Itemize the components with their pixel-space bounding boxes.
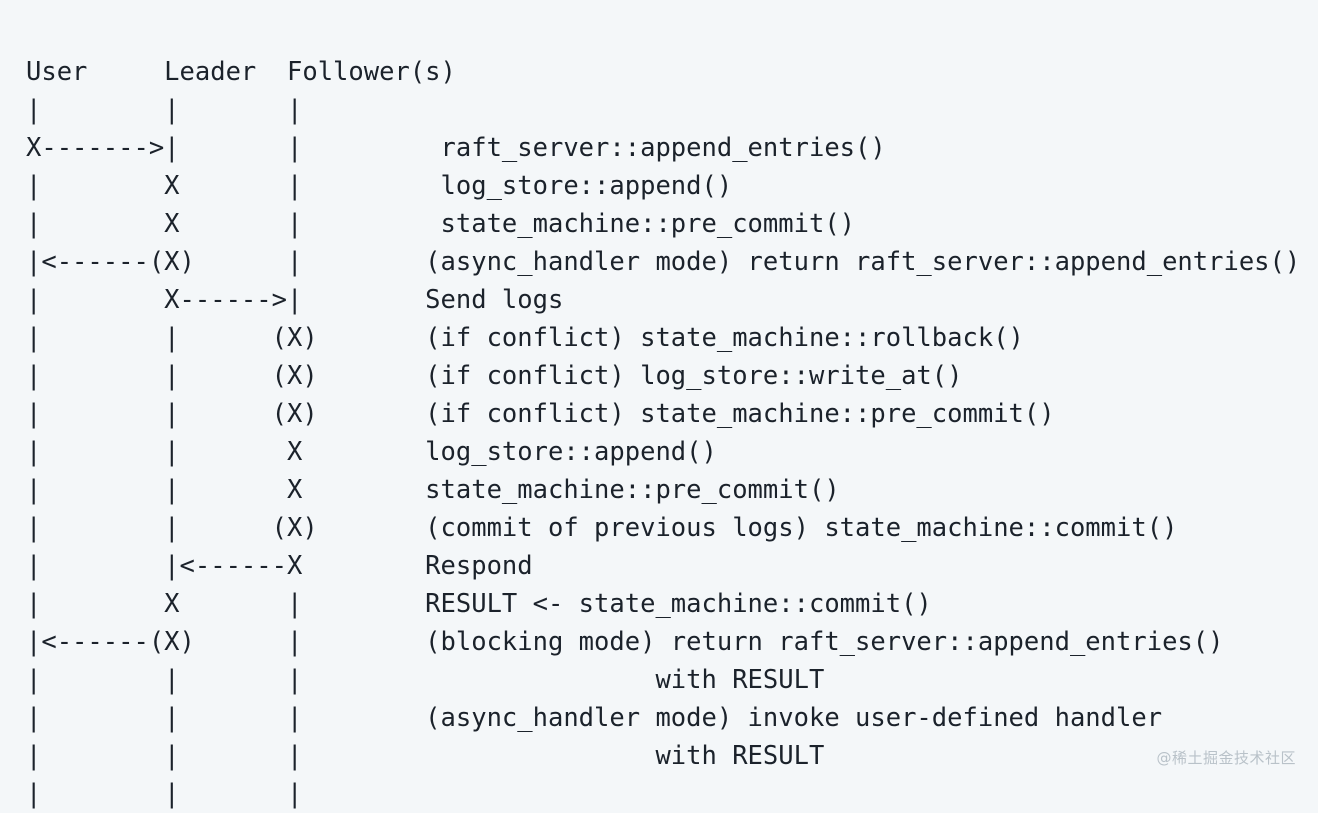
ascii-sequence-diagram: User Leader Follower(s) | | | X------->| |… xyxy=(26,53,1301,813)
diagram-line: | | | with RESULT xyxy=(26,740,825,771)
diagram-line: | | | (async_handler mode) invoke user-d… xyxy=(26,702,1163,733)
diagram-line: |<------(X) | (blocking mode) return raf… xyxy=(26,626,1224,657)
diagram-line: | | X state_machine::pre_commit() xyxy=(26,474,840,505)
diagram-line: | | | xyxy=(26,94,303,125)
diagram-line: | X | RESULT <- state_machine::commit() xyxy=(26,588,932,619)
diagram-line: | | X log_store::append() xyxy=(26,436,717,467)
diagram-line: | | | with RESULT xyxy=(26,664,825,695)
diagram-line: | X | log_store::append() xyxy=(26,170,733,201)
diagram-line: | X | state_machine::pre_commit() xyxy=(26,208,856,239)
diagram-line: |<------(X) | (async_handler mode) retur… xyxy=(26,246,1301,277)
diagram-line: | X------>| Send logs xyxy=(26,284,564,315)
watermark: @稀土掘金技术社区 xyxy=(1156,749,1296,767)
diagram-line: | | (X) (if conflict) state_machine::rol… xyxy=(26,322,1024,353)
diagram-line: X------->| | raft_server::append_entries… xyxy=(26,132,886,163)
diagram-line: | | (X) (commit of previous logs) state_… xyxy=(26,512,1178,543)
diagram-line: | |<------X Respond xyxy=(26,550,533,581)
diagram-line: | | (X) (if conflict) state_machine::pre… xyxy=(26,398,1055,429)
diagram-line: User Leader Follower(s) xyxy=(26,56,456,87)
diagram-line: | | (X) (if conflict) log_store::write_a… xyxy=(26,360,963,391)
diagram-line: | | | xyxy=(26,778,303,809)
